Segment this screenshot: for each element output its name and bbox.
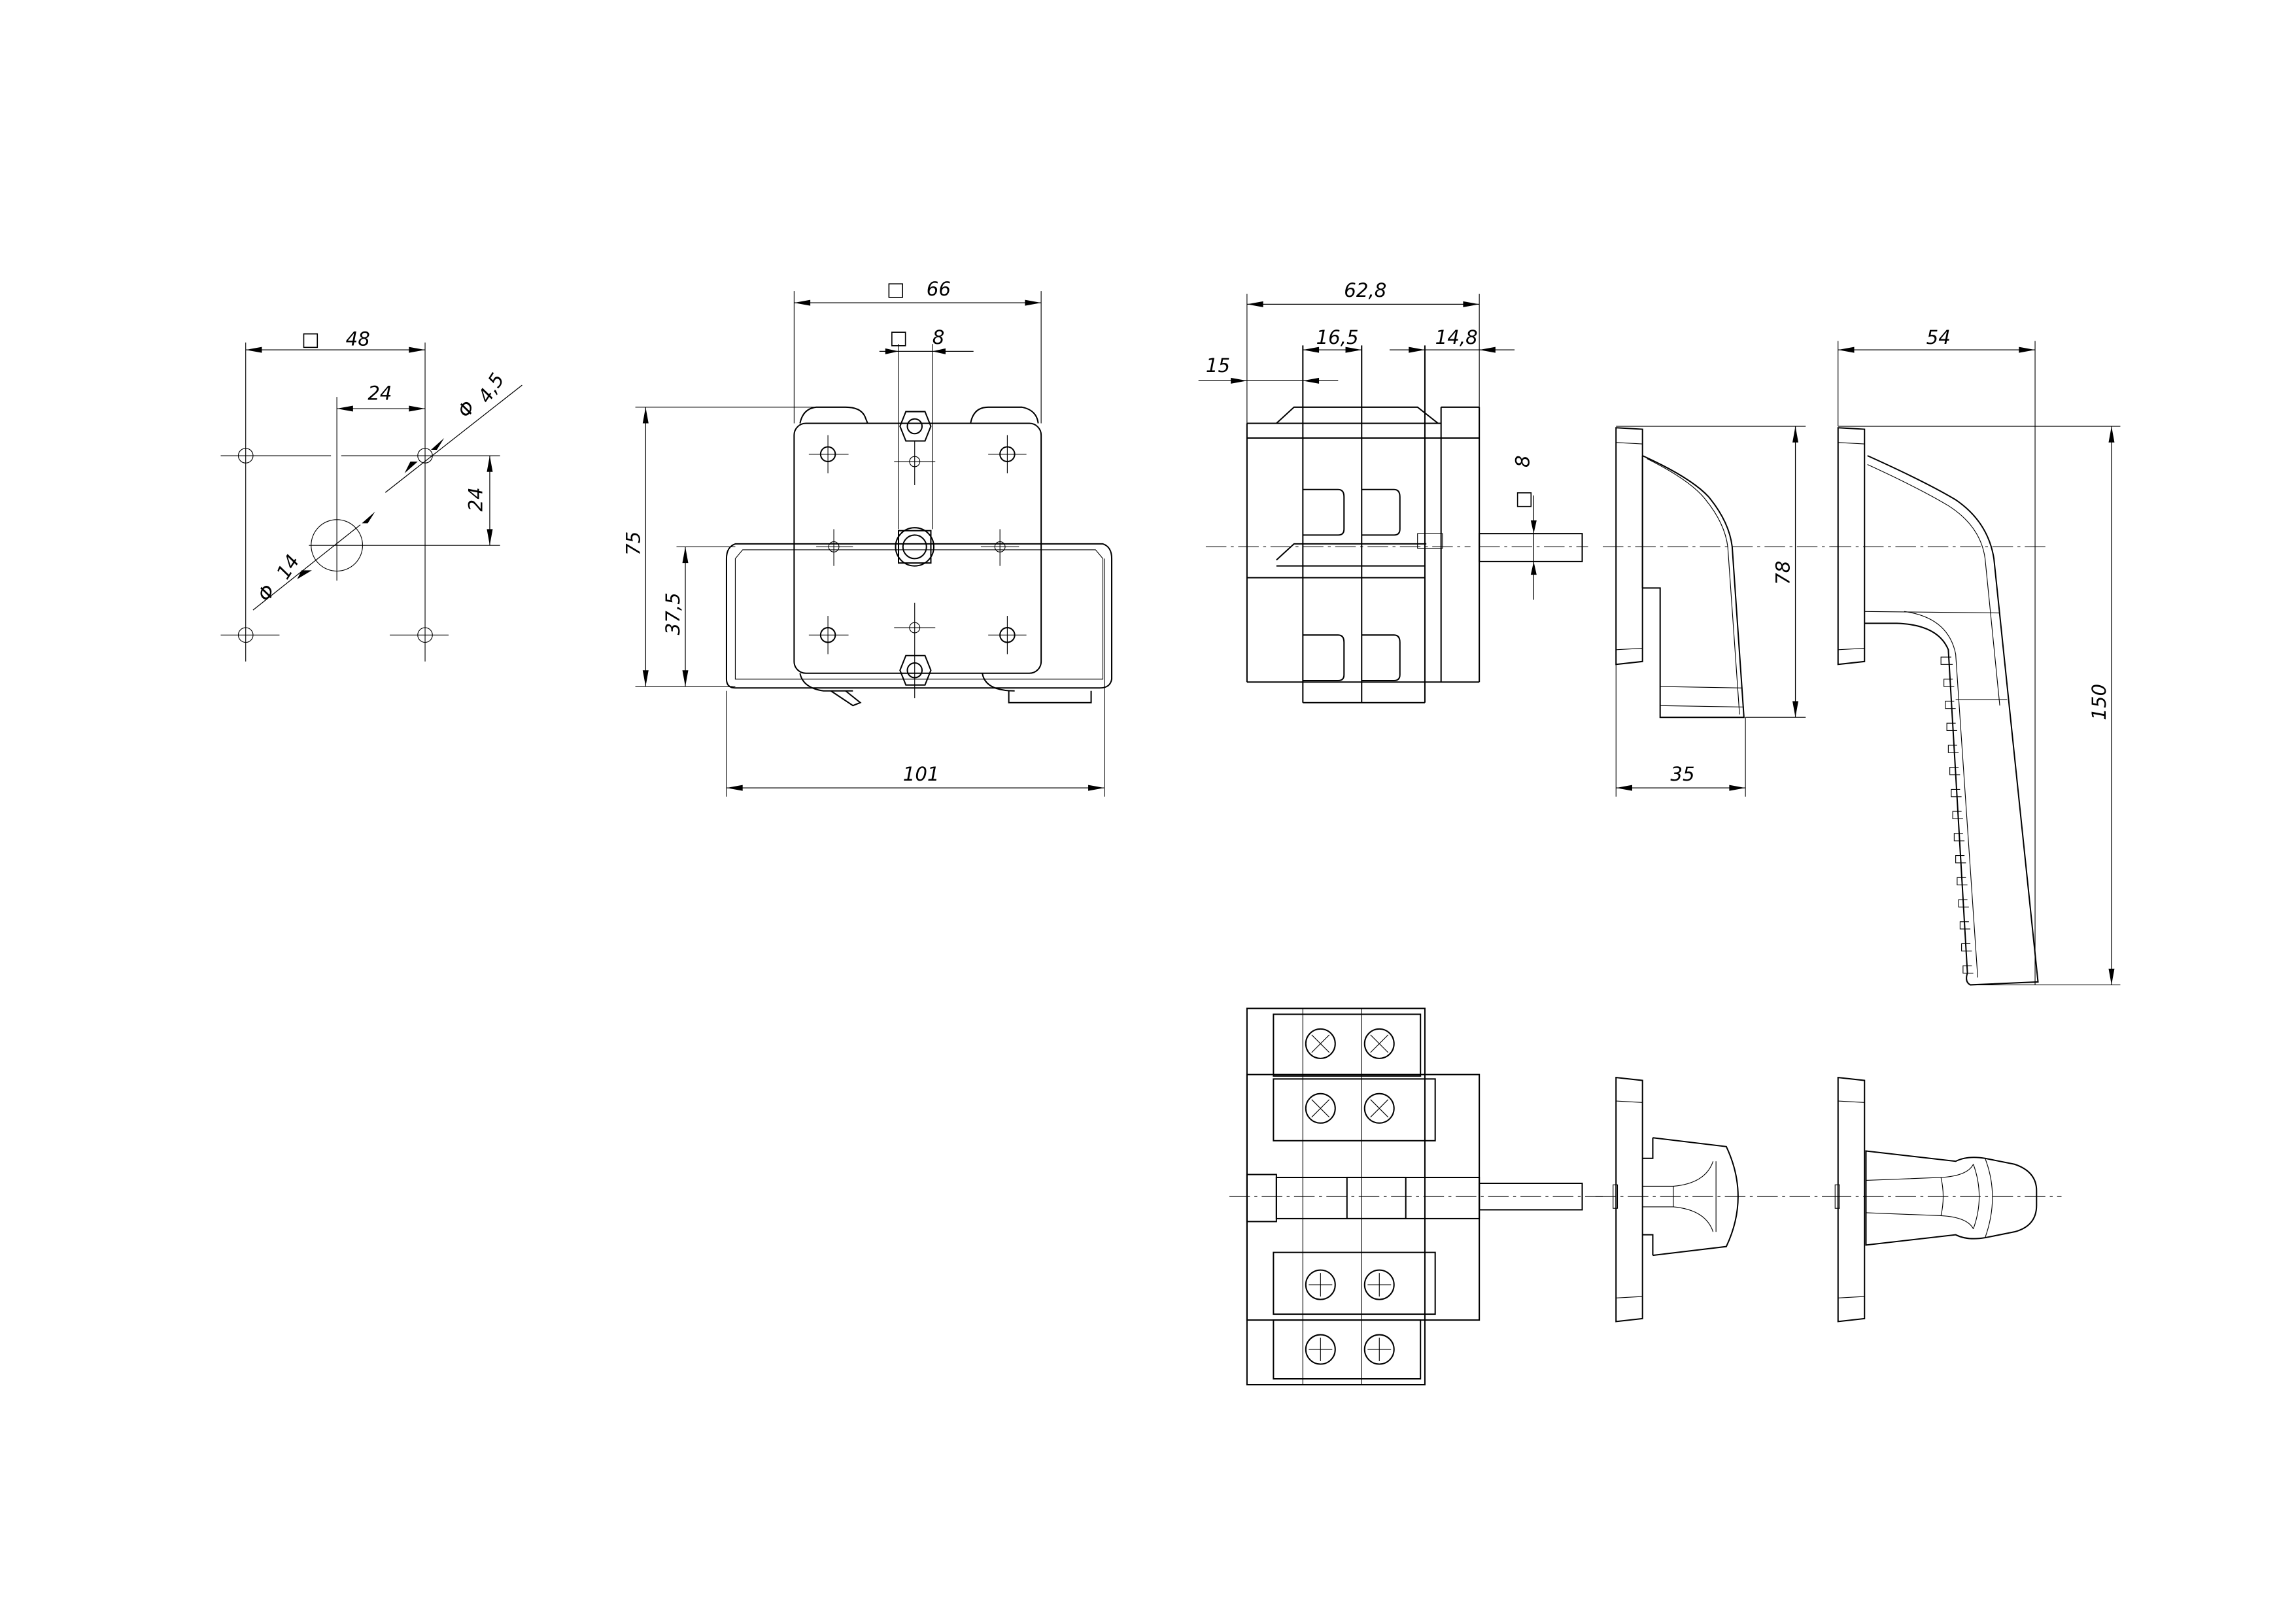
dim-side-module: 16,5 [1316, 326, 1359, 348]
dim-front-half-height: 37,5 [662, 592, 684, 635]
terminal-row [1273, 1013, 1436, 1380]
short-handle-top-view [1595, 1076, 1831, 1323]
side-view-switch: □ 8 62,8 16,5 14,8 15 [1198, 279, 1588, 703]
top-view-switch [1229, 1007, 1603, 1386]
square-symbol-icon: □ [1512, 490, 1534, 509]
front-view-switch: □ 66 □ 8 75 37,5 101 [622, 278, 1113, 797]
dim-front-shaft-square: 8 [933, 326, 945, 348]
dim-rail-width: 101 [903, 763, 940, 785]
square-symbol-icon: □ [887, 278, 905, 300]
mounting-holes [808, 435, 1027, 698]
dim-center-hole-diameter: 14 [272, 550, 304, 583]
dim-short-handle-height: 78 [1772, 561, 1794, 585]
dia-symbol-icon: Φ [253, 581, 280, 605]
square-symbol-icon: □ [301, 328, 320, 350]
long-handle-side-view: 54 150 [1830, 326, 2121, 986]
dim-hole-square: 48 [346, 328, 370, 350]
screw-heads [1305, 1028, 1395, 1365]
short-handle-side-view: 78 35 [1603, 426, 1838, 797]
dim-short-handle-depth: 35 [1670, 763, 1694, 785]
dim-side-front-offset: 14,8 [1435, 326, 1478, 348]
mounting-hole-pattern-view: □ 48 24 24 Φ 4,5 Φ 14 [220, 328, 522, 662]
dim-hole-offset-horizontal: 24 [368, 382, 392, 405]
dim-long-handle-depth: 54 [1926, 326, 1951, 348]
dim-front-height: 75 [622, 532, 644, 556]
dia-symbol-icon: Φ [453, 397, 480, 422]
dim-long-handle-length: 150 [2088, 684, 2110, 720]
dim-front-width: 66 [927, 278, 951, 300]
dim-hole-offset-vertical: 24 [465, 487, 487, 511]
dim-side-shaft-square: 8 [1512, 455, 1534, 467]
dim-side-rear-offset: 15 [1206, 354, 1230, 377]
dim-small-hole-diameter: 4,5 [473, 369, 509, 407]
dim-side-depth: 62,8 [1344, 279, 1386, 301]
grip-ribs [1940, 656, 1974, 974]
long-handle-top-view [1830, 1076, 2062, 1323]
